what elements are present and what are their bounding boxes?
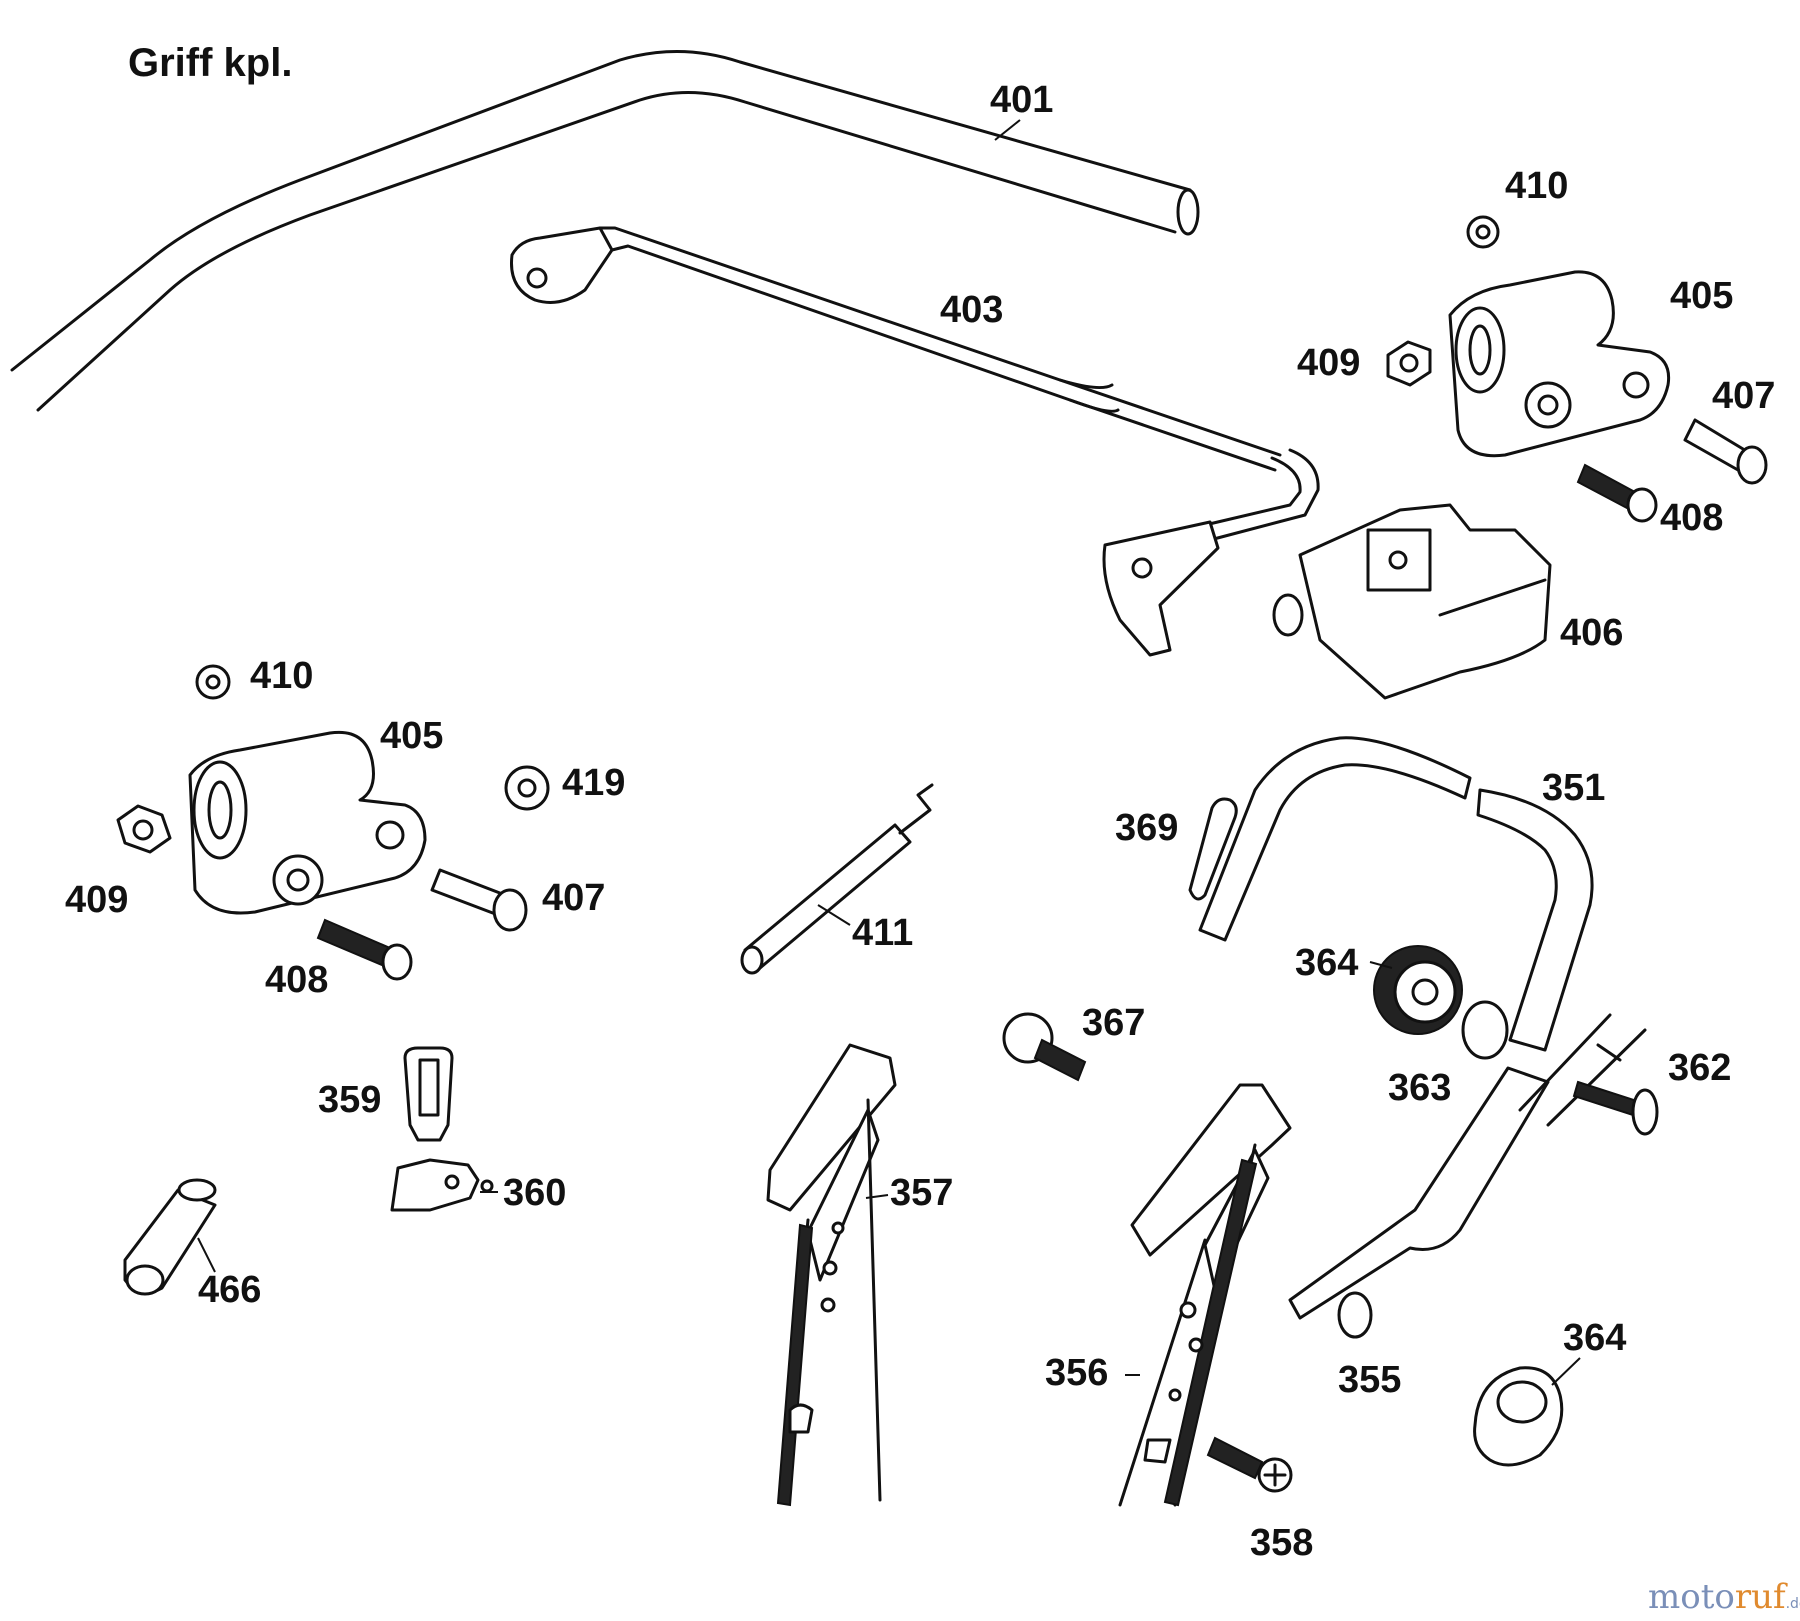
part-411-rod (740, 783, 934, 975)
watermark-part-a: moto (1648, 1577, 1735, 1617)
leader-466 (197, 1237, 216, 1273)
label-408-right: 408 (1660, 497, 1723, 539)
watermark-part-b: ruf (1735, 1577, 1788, 1617)
diagram-title: Griff kpl. (128, 41, 292, 85)
label-364-knob: 364 (1563, 1317, 1626, 1359)
part-405-right-hinge (1448, 270, 1671, 458)
label-356: 356 (1045, 1352, 1108, 1394)
part-409-right-nut (1386, 340, 1432, 387)
part-369-clip (1188, 797, 1238, 901)
part-401-handle-bar (10, 50, 1200, 412)
part-364-round-knob (1473, 1366, 1564, 1467)
label-364-gear: 364 (1295, 942, 1358, 984)
part-409-left-nut (116, 804, 172, 854)
part-367-screw (1002, 1012, 1087, 1082)
svg-text:motoruf.de: motoruf.de (1648, 1577, 1800, 1617)
part-364-gear-knob (1373, 945, 1463, 1035)
part-406-cover (1272, 503, 1552, 700)
label-403: 403 (940, 289, 1003, 331)
label-360: 360 (503, 1172, 566, 1214)
label-405-right: 405 (1670, 275, 1733, 317)
label-407-left: 407 (542, 877, 605, 919)
label-407-right: 407 (1712, 375, 1775, 417)
part-362-bolt (1572, 1080, 1659, 1136)
label-369: 369 (1115, 807, 1178, 849)
part-407-right-pin (1683, 418, 1768, 485)
part-410-left-nut (195, 664, 231, 700)
label-406: 406 (1560, 612, 1623, 654)
part-351-handle-side (1198, 736, 1647, 1320)
label-362: 362 (1668, 1047, 1731, 1089)
label-351: 351 (1542, 767, 1605, 809)
watermark-logo: motoruf.de (1648, 1577, 1800, 1617)
label-419: 419 (562, 762, 625, 804)
label-410-right: 410 (1505, 165, 1568, 207)
part-407-left-pin (430, 868, 528, 932)
part-408-right-screw (1576, 463, 1658, 523)
leader-364-gear (1369, 961, 1393, 969)
part-357-side-frame-left (766, 1043, 897, 1507)
part-359-cap (403, 1046, 454, 1142)
label-405-left: 405 (380, 715, 443, 757)
label-359: 359 (318, 1079, 381, 1121)
part-466-sleeve (123, 1178, 217, 1296)
part-408-left-screw (316, 918, 413, 981)
label-357: 357 (890, 1172, 953, 1214)
label-355: 355 (1338, 1359, 1401, 1401)
label-367: 367 (1082, 1002, 1145, 1044)
part-355-washer (1337, 1291, 1373, 1339)
part-410-right-nut (1466, 215, 1500, 249)
watermark-suffix: .de (1786, 1596, 1800, 1612)
label-411: 411 (852, 912, 913, 954)
leader-364-knob (1551, 1357, 1581, 1386)
part-360-clamp (390, 1158, 494, 1212)
part-363-washer (1461, 1000, 1509, 1060)
label-408-left: 408 (265, 959, 328, 1001)
leader-357 (865, 1194, 889, 1199)
label-401: 401 (990, 79, 1053, 121)
label-409-right: 409 (1297, 342, 1360, 384)
label-410-left: 410 (250, 655, 313, 697)
part-403-lever-bar (509, 226, 1320, 657)
label-363: 363 (1388, 1067, 1451, 1109)
label-409-left: 409 (65, 879, 128, 921)
label-466: 466 (198, 1269, 261, 1311)
part-356-side-frame-right (1118, 1083, 1292, 1507)
part-405-left-hinge (188, 730, 427, 915)
part-419-washer (504, 765, 550, 811)
part-358-screw (1206, 1436, 1293, 1493)
leader-411 (817, 904, 851, 926)
label-358: 358 (1250, 1522, 1313, 1564)
leader-401 (994, 119, 1021, 141)
